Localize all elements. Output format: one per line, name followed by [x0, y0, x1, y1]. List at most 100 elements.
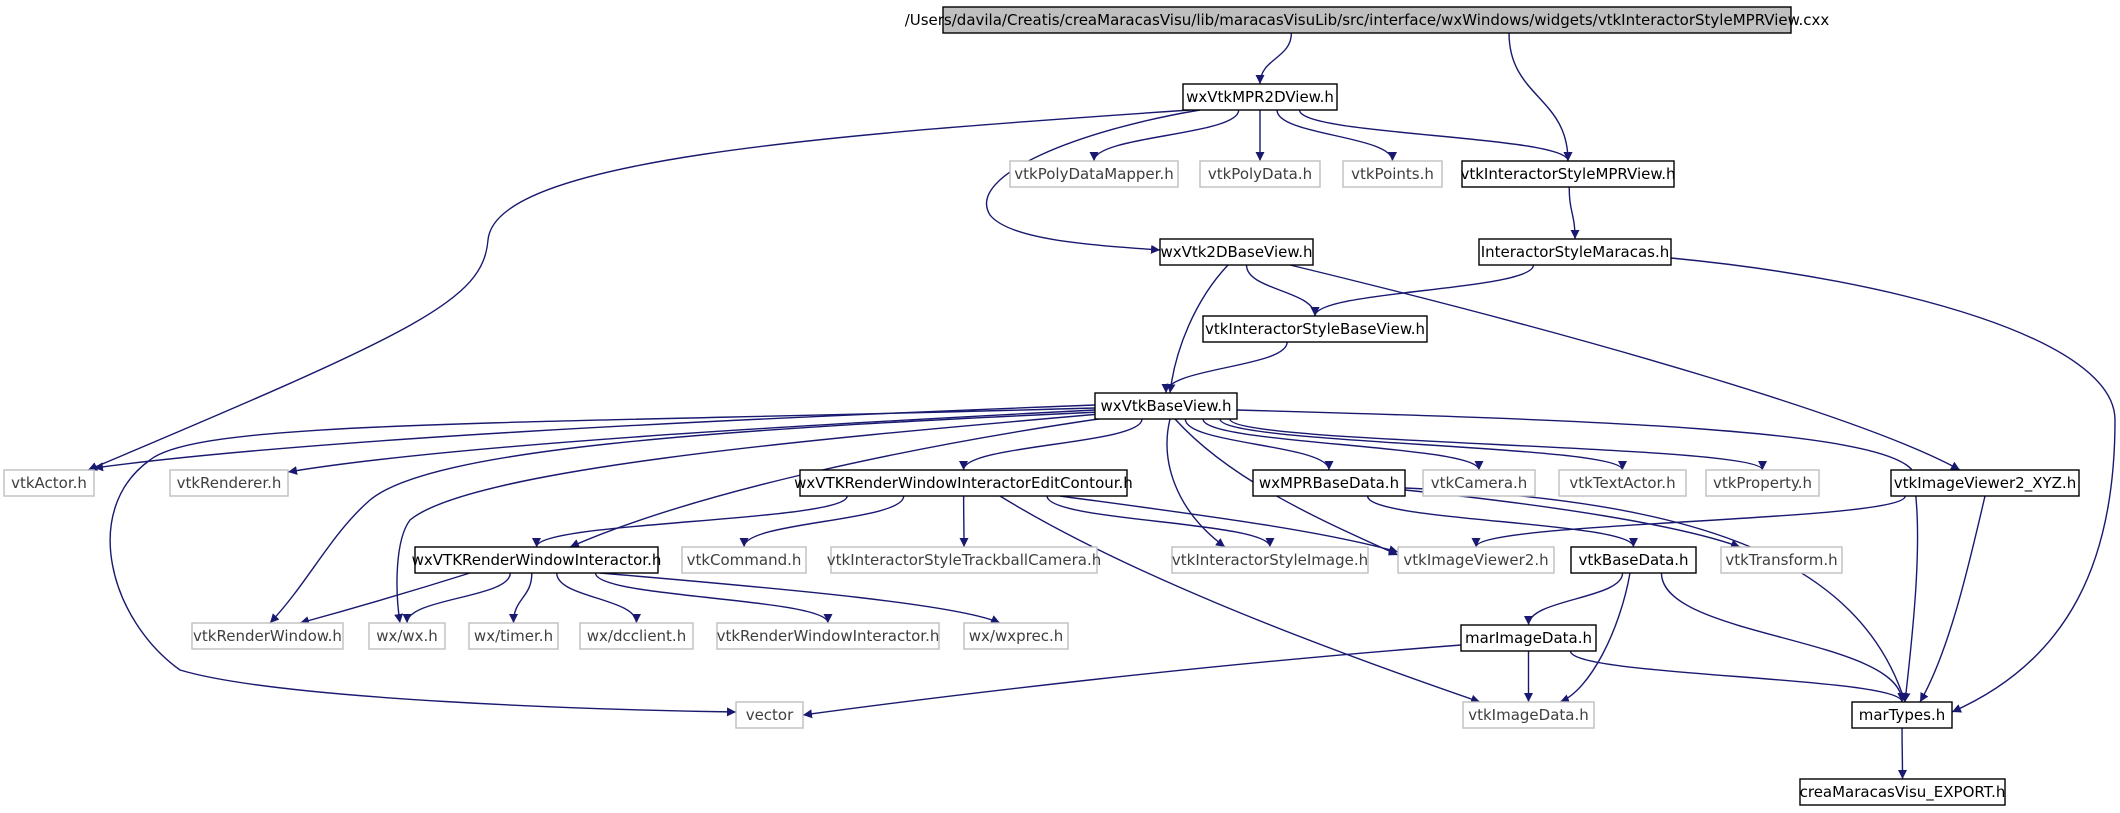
edge-wxVTKRenderWindowInteractor-to-wx_wxprec [599, 572, 1001, 624]
edge-wxVtkMPR2DView-to-vtkPoints [1276, 109, 1397, 162]
node-label: /Users/davila/Creatis/creaMaracasVisu/li… [905, 11, 1830, 29]
node-vtkInteractorStyleMPRView[interactable]: vtkInteractorStyleMPRView.h [1460, 160, 1676, 188]
edge-wxVtkBaseView-to-vtkCamera [1202, 418, 1484, 471]
node-label: wxVTKRenderWindowInteractor.h [412, 551, 662, 569]
node-label: wx/dcclient.h [587, 627, 686, 645]
node-wx_wx[interactable]: wx/wx.h [368, 622, 446, 650]
node-label: vtkInteractorStyleBaseView.h [1205, 320, 1425, 338]
node-box [368, 622, 446, 650]
node-root[interactable]: /Users/davila/Creatis/creaMaracasVisu/li… [905, 6, 1830, 34]
node-label: vtkImageViewer2.h [1403, 551, 1548, 569]
node-box [1851, 701, 1953, 729]
edge-marImageData-to-marTypes [1569, 650, 1907, 703]
edge-wxVtkMPR2DView-to-vtkPolyDataMapper [1089, 109, 1240, 162]
node-label: wxVtkMPR2DView.h [1186, 88, 1334, 106]
edge-vtkInteractorStyleMPRView-to-InteractorStyleMaracas [1568, 186, 1580, 240]
node-label: marImageData.h [1465, 629, 1592, 647]
node-box [963, 622, 1069, 650]
node-box [1182, 83, 1338, 111]
node-wxVTKRenderWindowInteractorEditContour[interactable]: wxVTKRenderWindowInteractorEditContour.h [794, 469, 1133, 497]
node-label: wxMPRBaseData.h [1259, 474, 1399, 492]
node-box [1720, 546, 1843, 574]
node-vtkBaseData[interactable]: vtkBaseData.h [1570, 546, 1697, 574]
node-box [1009, 160, 1179, 188]
edge-wxVtkBaseView-to-vtkRenderWindow [269, 411, 1101, 624]
node-label: vtkInteractorStyleMPRView.h [1460, 165, 1675, 183]
edge-wxVtkMPR2DView-to-wxVtk2DBaseView [985, 109, 1201, 254]
node-marTypes[interactable]: marTypes.h [1851, 701, 1953, 729]
node-box [1462, 701, 1595, 729]
node-label: vtkCamera.h [1431, 474, 1528, 492]
node-box [1397, 546, 1555, 574]
node-label: vtkImageViewer2_XYZ.h [1894, 474, 2076, 493]
edge-wxVtk2DBaseView-to-vtkInteractorStyleBaseView [1245, 264, 1320, 317]
node-vtkInteractorStyleImage[interactable]: vtkInteractorStyleImage.h [1171, 546, 1369, 574]
node-label: vtkTransform.h [1725, 551, 1837, 569]
edge-wxVTKRenderWindowInteractor-to-wx_timer [509, 572, 533, 624]
node-label: wxVTKRenderWindowInteractorEditContour.h [794, 474, 1133, 492]
node-vtkCommand[interactable]: vtkCommand.h [681, 546, 807, 574]
node-vtkPoints[interactable]: vtkPoints.h [1342, 160, 1443, 188]
node-label: vtkRenderWindowInteractor.h [717, 627, 940, 645]
node-InteractorStyleMaracas[interactable]: InteractorStyleMaracas.h [1478, 238, 1672, 266]
edge-wxVtkBaseView-to-wx_wx [394, 413, 1101, 624]
node-creaMaracasVisu_EXPORT[interactable]: creaMaracasVisu_EXPORT.h [1799, 778, 2006, 806]
edge-InteractorStyleMaracas-to-vtkInteractorStyleBaseView [1310, 264, 1535, 317]
node-vtkImageData[interactable]: vtkImageData.h [1462, 701, 1595, 729]
edge-wxVTKRenderWindowInteractor-to-vtkRenderWindowInteractor [594, 572, 833, 624]
edge-wxVTKRenderWindowInteractor-to-wx_dcclient [556, 572, 641, 624]
node-label: vtkInteractorStyleTrackballCamera.h [827, 551, 1101, 569]
node-vtkTextActor[interactable]: vtkTextActor.h [1558, 469, 1687, 497]
edge-wxVtk2DBaseView-to-vtkImageViewer2_XYZ [1289, 264, 1961, 471]
node-label: vtkTextActor.h [1569, 474, 1675, 492]
node-marImageData[interactable]: marImageData.h [1460, 624, 1597, 652]
node-vtkRenderer[interactable]: vtkRenderer.h [169, 469, 289, 497]
node-vtkImageViewer2[interactable]: vtkImageViewer2.h [1397, 546, 1555, 574]
edge-vtkImageViewer2_XYZ-to-vtkImageViewer2 [1471, 495, 1906, 548]
node-vtkProperty[interactable]: vtkProperty.h [1705, 469, 1820, 497]
node-wxVtkMPR2DView[interactable]: wxVtkMPR2DView.h [1182, 83, 1338, 111]
node-wxVTKRenderWindowInteractor[interactable]: wxVTKRenderWindowInteractor.h [412, 546, 662, 574]
node-label: vtkImageData.h [1468, 706, 1589, 724]
edge-root-to-vtkInteractorStyleMPRView [1508, 32, 1573, 162]
node-wx_timer[interactable]: wx/timer.h [468, 622, 559, 650]
node-vtkCamera[interactable]: vtkCamera.h [1422, 469, 1536, 497]
node-vtkRenderWindow[interactable]: vtkRenderWindow.h [191, 622, 344, 650]
edge-wxVtk2DBaseView-to-wxVtkBaseView [1166, 264, 1229, 394]
node-box [942, 6, 1792, 34]
edge-wxVtkBaseView-to-vtkInteractorStyleImage [1166, 418, 1226, 548]
edge-wxVtkBaseView-to-vtkImageViewer2 [1174, 418, 1399, 556]
node-box [1478, 238, 1672, 266]
node-label: wxVtk2DBaseView.h [1160, 243, 1312, 261]
node-vtkTransform[interactable]: vtkTransform.h [1720, 546, 1843, 574]
node-vtkRenderWindowInteractor[interactable]: vtkRenderWindowInteractor.h [716, 622, 940, 650]
node-wxVtk2DBaseView[interactable]: wxVtk2DBaseView.h [1159, 238, 1314, 266]
edge-wxVTKRenderWindowInteractorEditContour-to-wxVTKRenderWindowInteractor [532, 495, 848, 548]
node-box [799, 469, 1128, 497]
node-label: vtkRenderer.h [177, 474, 282, 492]
edge-wxVtkBaseView-to-vtkTextActor [1219, 418, 1627, 471]
node-vtkImageViewer2_XYZ[interactable]: vtkImageViewer2_XYZ.h [1890, 469, 2080, 497]
node-vtkInteractorStyleTrackballCamera[interactable]: vtkInteractorStyleTrackballCamera.h [827, 546, 1101, 574]
node-vtkActor[interactable]: vtkActor.h [3, 469, 95, 497]
node-wx_wxprec[interactable]: wx/wxprec.h [963, 622, 1069, 650]
node-vector[interactable]: vector [735, 701, 804, 729]
node-wx_dcclient[interactable]: wx/dcclient.h [579, 622, 694, 650]
node-box [3, 469, 95, 497]
node-box [1558, 469, 1687, 497]
edges-layer [87, 32, 2116, 780]
edge-marImageData-to-vector [802, 644, 1462, 719]
node-wxVtkBaseView[interactable]: wxVtkBaseView.h [1094, 392, 1238, 420]
node-vtkInteractorStyleBaseView[interactable]: vtkInteractorStyleBaseView.h [1202, 315, 1428, 343]
node-label: vtkInteractorStyleImage.h [1172, 551, 1368, 569]
node-vtkPolyDataMapper[interactable]: vtkPolyDataMapper.h [1009, 160, 1179, 188]
edge-vtkBaseData-to-vtkImageData [1559, 572, 1631, 703]
edge-wxVtkMPR2DView-to-vtkInteractorStyleMPRView [1298, 109, 1573, 162]
node-label: vtkRenderWindow.h [193, 627, 342, 645]
node-wxMPRBaseData[interactable]: wxMPRBaseData.h [1252, 469, 1406, 497]
edge-wxVtkBaseView-to-wxVTKRenderWindowInteractorEditContour [959, 418, 1143, 471]
node-box [1094, 392, 1238, 420]
edge-wxVTKRenderWindowInteractorEditContour-to-vtkCommand [739, 495, 905, 548]
node-vtkPolyData[interactable]: vtkPolyData.h [1199, 160, 1321, 188]
